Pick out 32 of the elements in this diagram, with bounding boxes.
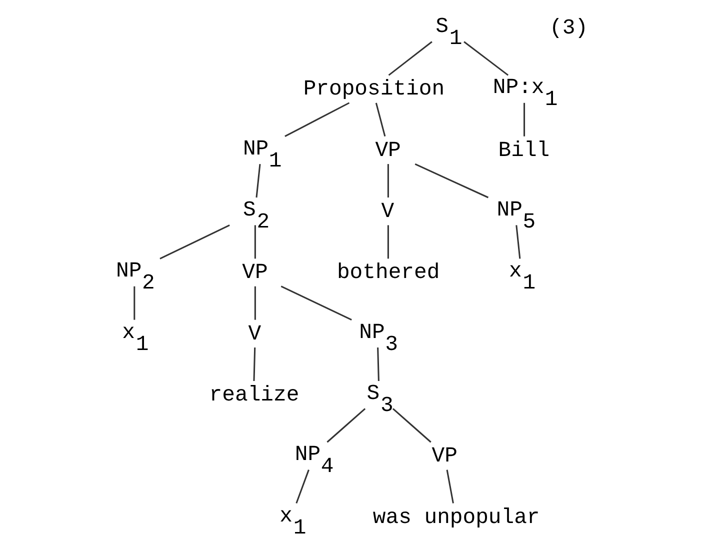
connector [280,286,352,321]
connector [388,41,432,76]
node-text: VP [374,138,400,163]
connector [159,224,230,260]
connector [374,102,386,137]
connector [133,286,135,320]
connector [414,163,488,198]
node-text: V [380,200,394,224]
connector [295,470,309,504]
label: (3) [548,16,588,41]
connector [523,102,525,136]
connector [252,347,256,381]
node-text: VP [242,261,268,286]
node-text: bothered [336,261,440,286]
node-text: V [248,322,261,346]
connector [326,408,366,443]
connector [386,225,388,259]
node-text: Bill [498,138,550,163]
connector [515,225,520,259]
node-text: was unpopular [372,506,540,530]
connector [255,164,260,198]
connector [386,164,388,198]
connector [463,41,508,76]
connector [254,286,256,320]
connector [284,102,350,138]
connector [376,347,379,381]
connector [446,470,454,504]
node-text: Proposition [302,78,444,102]
connector [392,408,431,443]
node-text: realize [208,383,299,408]
node-text: VP [431,444,457,469]
connector [254,225,256,259]
